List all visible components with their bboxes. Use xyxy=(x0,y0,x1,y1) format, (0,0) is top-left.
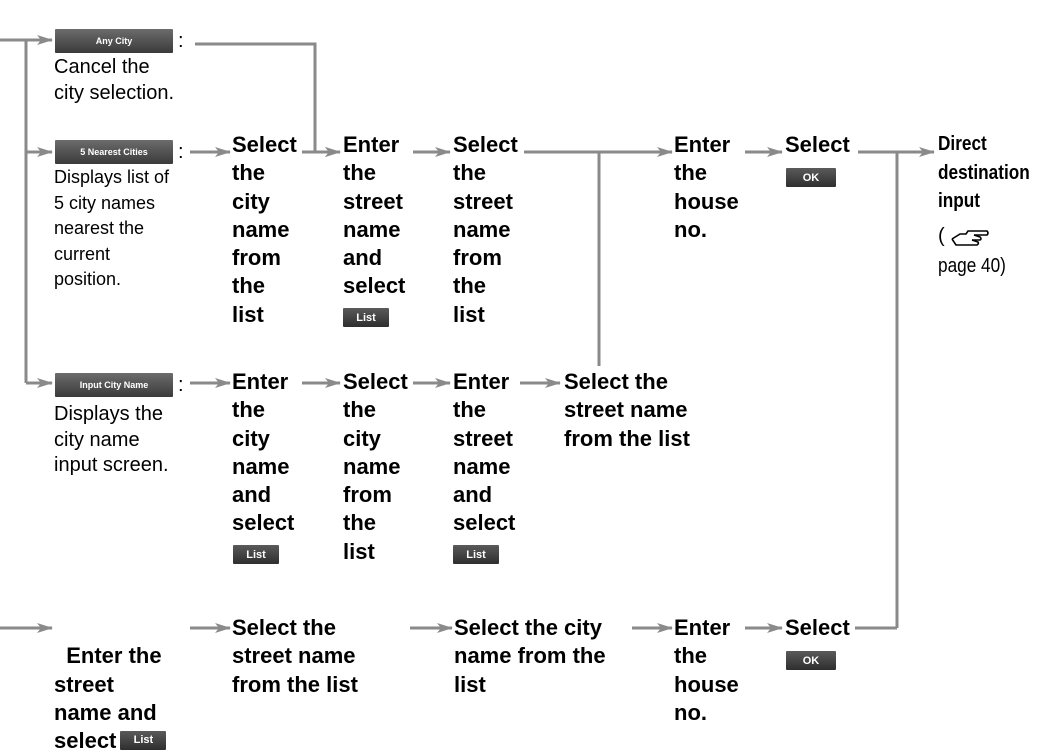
r1-list-button[interactable]: List xyxy=(343,308,389,327)
r3-list-button[interactable]: List xyxy=(120,730,167,750)
nearest-cities-colon: : xyxy=(178,141,184,163)
pointing-hand-icon xyxy=(951,229,990,246)
page-reference-text: page 40) xyxy=(938,255,1006,277)
input-city-name-colon: : xyxy=(178,374,184,396)
nearest-cities-button[interactable]: 5 Nearest Cities xyxy=(55,140,173,164)
r3-select-street-step: Select the street name from the list xyxy=(232,615,358,697)
r3-enter-house-step: Enter the house no. xyxy=(674,615,739,725)
input-city-name-description: Displays the city name input screen. xyxy=(54,403,169,476)
nearest-cities-description: Displays list of 5 city names nearest th… xyxy=(54,167,170,289)
r1-enter-street-step: Enter the street name and select xyxy=(343,132,406,299)
page-reference-open: ( xyxy=(938,225,951,247)
r1-select-ok-step: Select xyxy=(785,132,850,157)
any-city-description: Cancel the city selection. xyxy=(54,56,175,104)
left-bracket-line xyxy=(0,38,28,383)
r1-enter-house-step: Enter the house no. xyxy=(674,132,739,242)
r3-select-ok-step: Select xyxy=(785,615,850,640)
r1-select-city-step: Select the city name from the list xyxy=(232,132,297,327)
r1-select-street-step: Select the street name from the list xyxy=(453,132,518,327)
r3-ok-button[interactable]: OK xyxy=(786,651,836,670)
direct-destination-input-label: Direct destination input xyxy=(938,133,1030,212)
input-city-name-button[interactable]: Input City Name xyxy=(55,373,173,397)
any-city-button[interactable]: Any City xyxy=(55,29,173,53)
r2-enter-city-step: Enter the city name and select xyxy=(232,369,295,536)
r2-select-street-step: Select the street name from the list xyxy=(564,369,690,451)
r2-enter-street-step: Enter the street name and select xyxy=(453,369,516,536)
r2-select-city-step: Select the city name from the list xyxy=(343,369,408,564)
r3-select-city-step: Select the city name from the list xyxy=(454,615,606,697)
r2-city-list-button[interactable]: List xyxy=(233,545,279,564)
any-city-colon: : xyxy=(178,30,184,52)
r2-street-list-button[interactable]: List xyxy=(453,545,499,564)
r1-ok-button[interactable]: OK xyxy=(786,168,836,187)
page-reference: ( xyxy=(938,222,990,251)
